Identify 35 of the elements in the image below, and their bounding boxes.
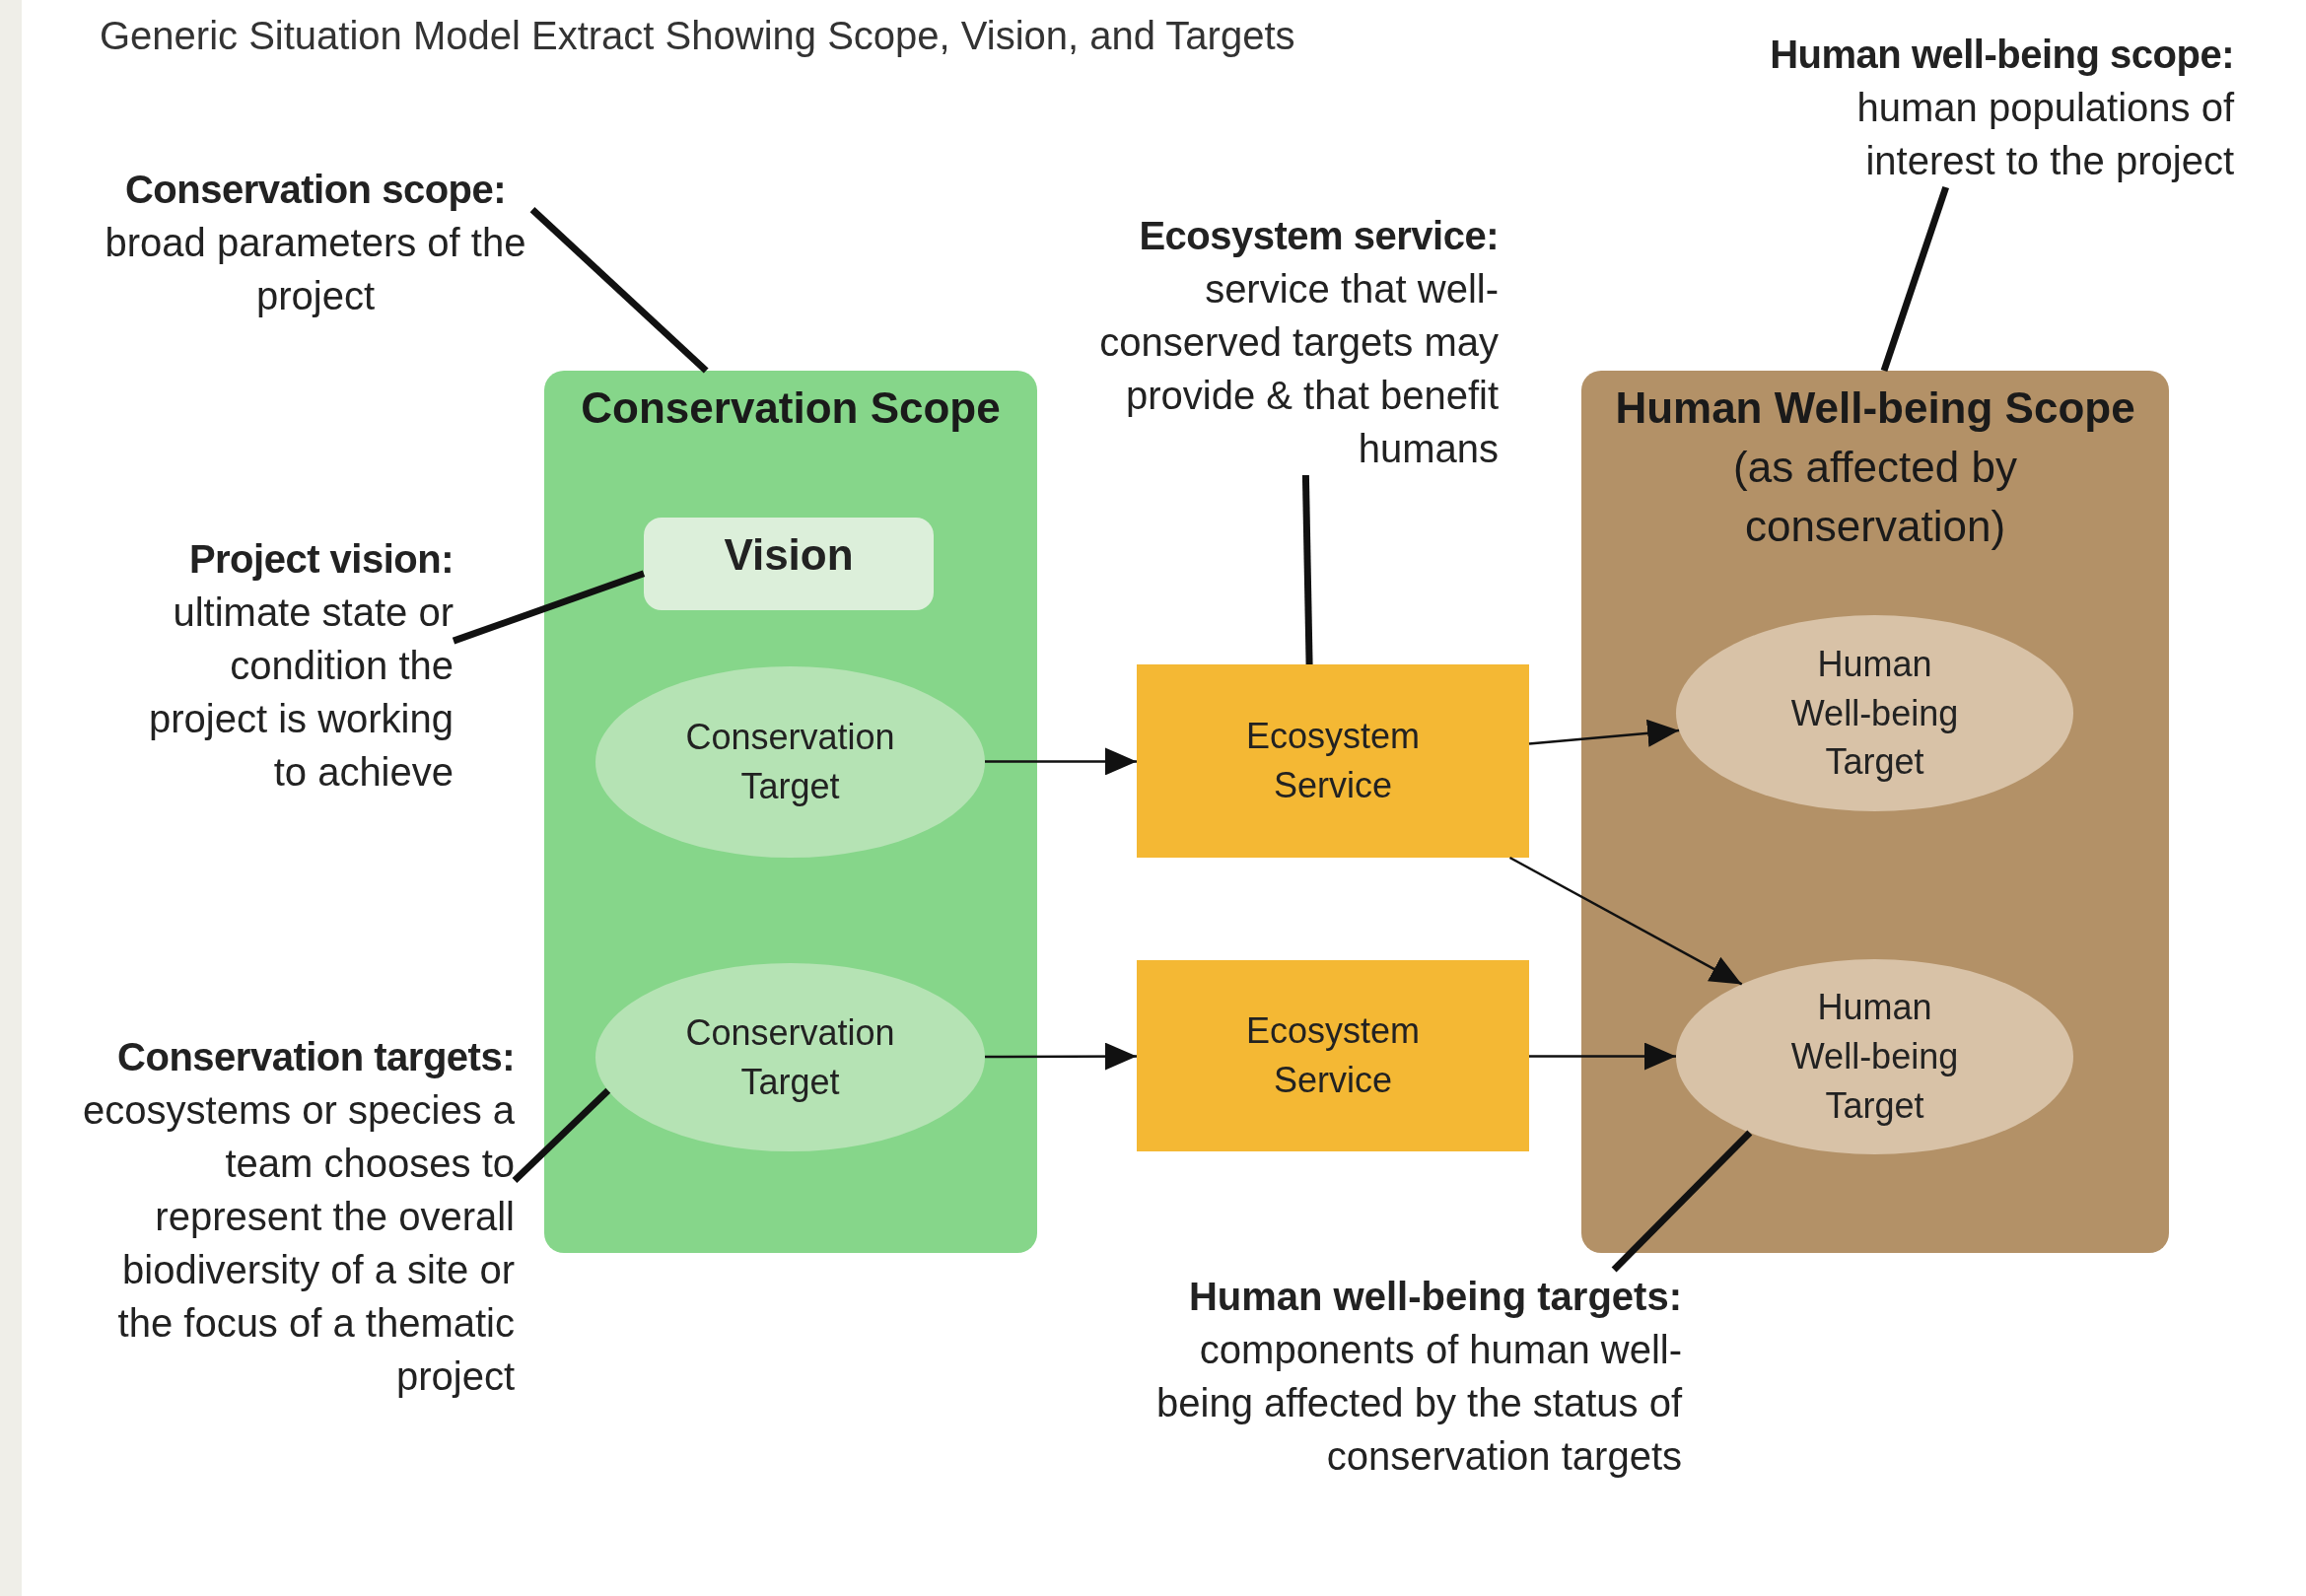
annotation-text: broad parameters of the project (104, 220, 527, 319)
annotation-text: service that well-conserved targets may provide & that benefit humans (1098, 266, 1499, 472)
arrow (985, 747, 1137, 776)
vision-box (644, 518, 934, 610)
arrow (985, 1042, 1137, 1071)
leader-line (1301, 474, 1313, 665)
scope-panel (1581, 371, 2169, 1253)
annotation-heading: Project vision: (187, 536, 454, 583)
panel-heading: Conservation Scope (580, 382, 1002, 434)
arrow (1508, 856, 1743, 986)
arrow (1529, 1042, 1676, 1071)
node-label: Conservation Target (684, 1010, 896, 1104)
panel-heading: Human Well-being Scope (as affected by conservation) (1614, 382, 2136, 552)
arrow (1528, 719, 1680, 747)
leader-line (1880, 185, 1949, 373)
node-label: Ecosystem Service (1244, 715, 1421, 807)
scope-panel (544, 371, 1037, 1253)
annotation-text: human populations of interest to the project (1855, 85, 2234, 184)
node-label: Human Well-being Target (1789, 986, 1960, 1128)
annotation-text: ultimate state or condition the project is working to achieve (148, 590, 454, 796)
diagram-title: Generic Situation Model Extract Showing Scope, Vision, and Targets (100, 14, 1295, 58)
service-box (1137, 960, 1529, 1151)
annotation-text: ecosystems or species a team chooses to represent the overall biodiversity of a site or the focus of a thematic project (82, 1087, 515, 1400)
leader-line (529, 207, 709, 374)
service-box (1137, 664, 1529, 858)
node-label: Conservation Target (684, 716, 896, 808)
node-label: Ecosystem Service (1244, 1009, 1421, 1102)
node-label: Human Well-being Target (1789, 643, 1960, 785)
annotation-heading: Human well-being scope: (1769, 32, 2234, 78)
leader-line (452, 570, 646, 645)
annotation-text: Human well-being targets: components of human well-being affected by the status of conservation targets (1153, 1270, 1682, 1483)
annotation-heading: Conservation targets: (116, 1034, 515, 1080)
node-label: Vision (724, 529, 854, 581)
annotation-heading: Conservation scope: (123, 167, 508, 213)
annotation-heading: Ecosystem service: (1138, 213, 1499, 259)
